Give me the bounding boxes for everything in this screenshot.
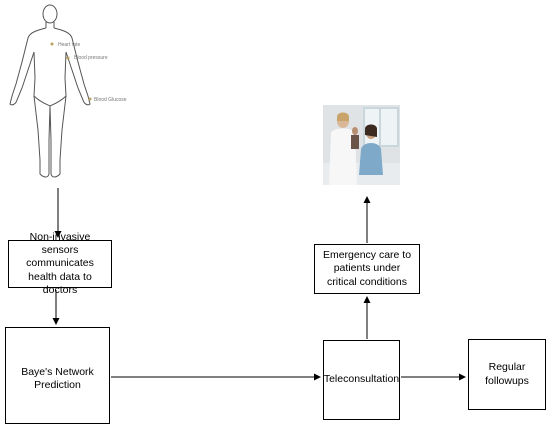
sensors-box: Non-invasive sensors communicates health… <box>8 231 112 296</box>
blood-pressure-sensor-icon <box>66 56 70 60</box>
heart-rate-label: Heart rate <box>58 42 80 48</box>
followups-box: Regular followups <box>468 339 546 410</box>
blood-glucose-label: Blood Glucose <box>94 97 127 103</box>
doctor-patient-photo <box>323 105 400 185</box>
teleconsultation-box-label: Teleconsultation <box>323 373 400 386</box>
sensors-box-label: Non-invasive sensors communicates health… <box>26 231 94 296</box>
human-body-outline-icon <box>9 4 91 178</box>
heart-rate-sensor-icon <box>50 42 54 46</box>
followups-box-label: Regular followups <box>485 361 529 387</box>
bayes-network-box: Baye's Network Prediction <box>5 327 110 424</box>
blood-pressure-label: Blood pressure <box>74 55 108 61</box>
blood-glucose-sensor-icon <box>88 97 92 101</box>
emergency-care-box-label: Emergency care to patients under critica… <box>322 249 412 288</box>
bayes-network-box-label: Baye's Network Prediction <box>21 366 94 392</box>
teleconsultation-box: Teleconsultation <box>323 340 400 420</box>
emergency-care-box: Emergency care to patients under critica… <box>314 244 420 294</box>
